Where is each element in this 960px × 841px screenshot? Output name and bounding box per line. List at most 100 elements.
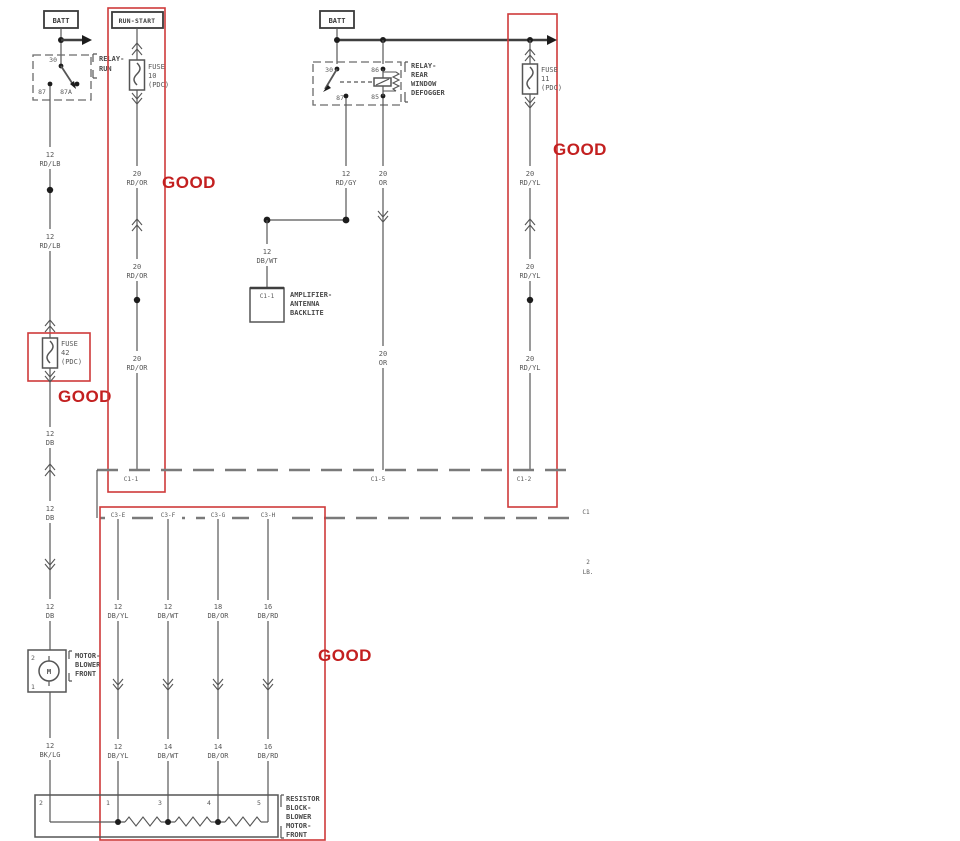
- wire-label: RD/OR: [126, 179, 148, 187]
- wire-label: RD/YL: [519, 272, 540, 280]
- defogger-feed-wire: 12 RD/GY 12 DB/WT: [256, 98, 357, 288]
- motor-name-3: FRONT: [75, 670, 96, 678]
- wire-label: DB: [46, 439, 54, 447]
- wire-label: 18: [214, 603, 222, 611]
- run-start-label: RUN-START: [119, 18, 156, 25]
- left-column-wire: 12 RD/LB 12 RD/LB: [39, 86, 61, 338]
- relay-defog-name-1: RELAY-: [411, 62, 436, 70]
- amplifier-name-3: BACKLITE: [290, 309, 324, 317]
- wire-label: DB: [46, 514, 54, 522]
- wire-label: 12: [46, 603, 54, 611]
- relay-defog-label-bracket: [404, 61, 408, 103]
- wire-label: BK/LG: [39, 751, 60, 759]
- fuse-42-l3: (PDC): [61, 358, 82, 366]
- fuse-11-l3: (PDC): [541, 84, 562, 92]
- inline-connector-icon: [44, 370, 56, 383]
- relay-defog-name-3: WINDOW: [411, 80, 437, 88]
- inline-connector-icon: [262, 678, 274, 691]
- wire-label: OR: [379, 179, 388, 187]
- good-annotation-right: GOOD: [553, 140, 607, 159]
- relay-run-t87: 87: [38, 88, 46, 96]
- resblock-label-bracket: [280, 794, 284, 839]
- wire-label: 20: [379, 170, 387, 178]
- wire-label: 20: [526, 355, 534, 363]
- fuse-symbol-icon: [133, 62, 141, 86]
- good-annotation-bottom: GOOD: [318, 646, 372, 665]
- wire-label: 20: [379, 350, 387, 358]
- connector-c3-f: C3-F: [161, 512, 176, 519]
- wire-label: 20: [526, 263, 534, 271]
- batt-left: BATT: [43, 10, 92, 64]
- fuse-symbol-icon: [526, 66, 534, 90]
- relay-defog-t30: 30: [325, 66, 333, 74]
- wire-label: DB/OR: [207, 752, 229, 760]
- red-highlight-resistor-branch: [99, 506, 326, 841]
- wire-label: DB/RD: [257, 752, 278, 760]
- resblock-pin-5: 5: [257, 799, 261, 807]
- relay-run-name-2: RUN: [99, 65, 112, 73]
- wire-label: 20: [133, 170, 141, 178]
- wire-label: 14: [214, 743, 222, 751]
- wire-label: OR: [379, 359, 388, 367]
- left-column-wire-lower: 12 DB 12 DB 12 DB: [44, 430, 56, 650]
- resistor-zigzag-icon: [124, 816, 162, 827]
- wire-label: DB/WT: [157, 612, 179, 620]
- motor-blower-front: 2 1 M MOTOR- BLOWER FRONT 12 BK/LG: [27, 649, 101, 795]
- relay-run: 30 87 87A RELAY- RUN: [32, 53, 124, 101]
- good-annotation-left: GOOD: [58, 387, 112, 406]
- fuse-10-l2: 10: [148, 72, 156, 80]
- connector-c3-e: C3-E: [111, 512, 126, 519]
- inline-connector-icon: [524, 96, 536, 109]
- fuse-10-l1: FUSE: [148, 63, 165, 71]
- inline-connector-icon: [44, 463, 56, 477]
- wire-label: 12: [114, 743, 122, 751]
- wire-label: 20: [133, 263, 141, 271]
- arrow-right-icon: [82, 35, 92, 45]
- inline-connector-icon: [44, 558, 56, 571]
- resistor-zigzag-icon: [174, 816, 212, 827]
- wire-label: RD/GY: [335, 179, 357, 187]
- wire-label: DB/RD: [257, 612, 278, 620]
- relay-rear-window-defogger: 30 87 86 85 RELAY- REAR WINDOW DEFOGGER: [312, 61, 446, 106]
- wire-label: RD/OR: [126, 272, 148, 280]
- inline-connector-icon: [112, 678, 124, 691]
- wire-label: RD/LB: [39, 242, 60, 250]
- relay-resistor-icon: [383, 71, 401, 92]
- relay-defog-t86: 86: [371, 66, 379, 74]
- inline-connector-icon: [131, 218, 143, 232]
- inline-connector-icon: [162, 678, 174, 691]
- wire-label: DB/YL: [107, 612, 128, 620]
- edge-note-1: 2: [586, 559, 590, 566]
- fuse-42: FUSE 42 (PDC): [27, 332, 91, 427]
- wire-label: 12: [263, 248, 271, 256]
- connector-c1-1: C1-1: [124, 476, 139, 483]
- resblock-pin-4: 4: [207, 799, 211, 807]
- orange-wire-column: 20 OR 20 OR C1-5: [371, 98, 389, 483]
- right-column: FUSE 11 (PDC) 20 RD/YL 20 RD/YL 20 RD/YL…: [507, 13, 562, 508]
- fuse-10-l3: (PDC): [148, 81, 169, 89]
- amplifier-name-2: ANTENNA: [290, 300, 320, 308]
- relay-run-label-bracket: [92, 53, 97, 79]
- resistor-block-blower-motor-front: 2 1 3 4 5 RESISTOR BLOCK- BLOWER MOTOR- …: [34, 794, 321, 839]
- relay-defog-name-2: REAR: [411, 71, 429, 79]
- fuse-11-l2: 11: [541, 75, 549, 83]
- resblock-name-1: RESISTOR: [286, 795, 321, 803]
- wire-label: 12: [46, 505, 54, 513]
- wire-label: 12: [114, 603, 122, 611]
- relay-defog-t85: 85: [371, 93, 379, 101]
- resblock-name-2: BLOCK-: [286, 804, 311, 812]
- amplifier-conn: C1-1: [260, 293, 275, 300]
- wire-label: 12: [46, 742, 54, 750]
- relay-run-t30: 30: [49, 56, 57, 64]
- motor-label-bracket: [68, 650, 72, 682]
- edge-note-2: LB.: [583, 569, 594, 576]
- batt-left-label: BATT: [53, 17, 70, 25]
- inline-connector-icon: [524, 218, 536, 232]
- relay-run-t87a: 87A: [60, 88, 72, 96]
- run-start-column: RUN-START FUSE 10 (PDC) 20 RD/OR 20 RD/O…: [107, 7, 169, 493]
- resblock-pin-2: 2: [39, 799, 43, 807]
- relay-run-name-1: RELAY-: [99, 55, 124, 63]
- wire-label: RD/YL: [519, 179, 540, 187]
- arrow-right-icon: [547, 35, 557, 45]
